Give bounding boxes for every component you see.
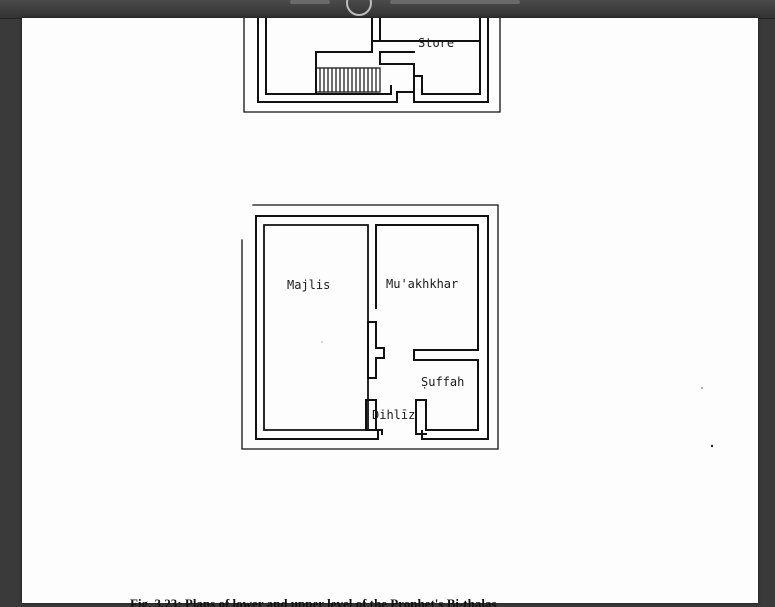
toolbar-ghost-text-left	[290, 0, 330, 4]
floor-plans-drawing: Store Majlis Mu'akhkhar Ṣuffah Dihlīz	[241, 18, 714, 450]
scan-speck	[701, 387, 703, 389]
scan-speck	[321, 341, 323, 343]
toolbar-ghost-text-right	[390, 0, 520, 4]
upper-floor-plan	[243, 18, 501, 113]
viewer-toolbar	[0, 0, 775, 19]
room-label-muakhkhar: Mu'akhkhar	[386, 277, 458, 291]
scan-speck	[710, 444, 714, 448]
room-label-store: Store	[418, 36, 454, 50]
figure-caption: Fig. 3.23: Plans of lower and upper leve…	[130, 596, 497, 607]
room-label-dihliz: Dihlīz	[372, 408, 415, 422]
lower-floor-plan	[241, 204, 499, 450]
circle-button-icon[interactable]	[346, 0, 372, 16]
upper-staircase	[315, 67, 381, 93]
room-label-suffah: Ṣuffah	[421, 375, 464, 389]
room-label-majlis: Majlis	[287, 278, 330, 292]
document-page: Store Majlis Mu'akhkhar Ṣuffah Dihlīz Fi…	[22, 18, 758, 607]
